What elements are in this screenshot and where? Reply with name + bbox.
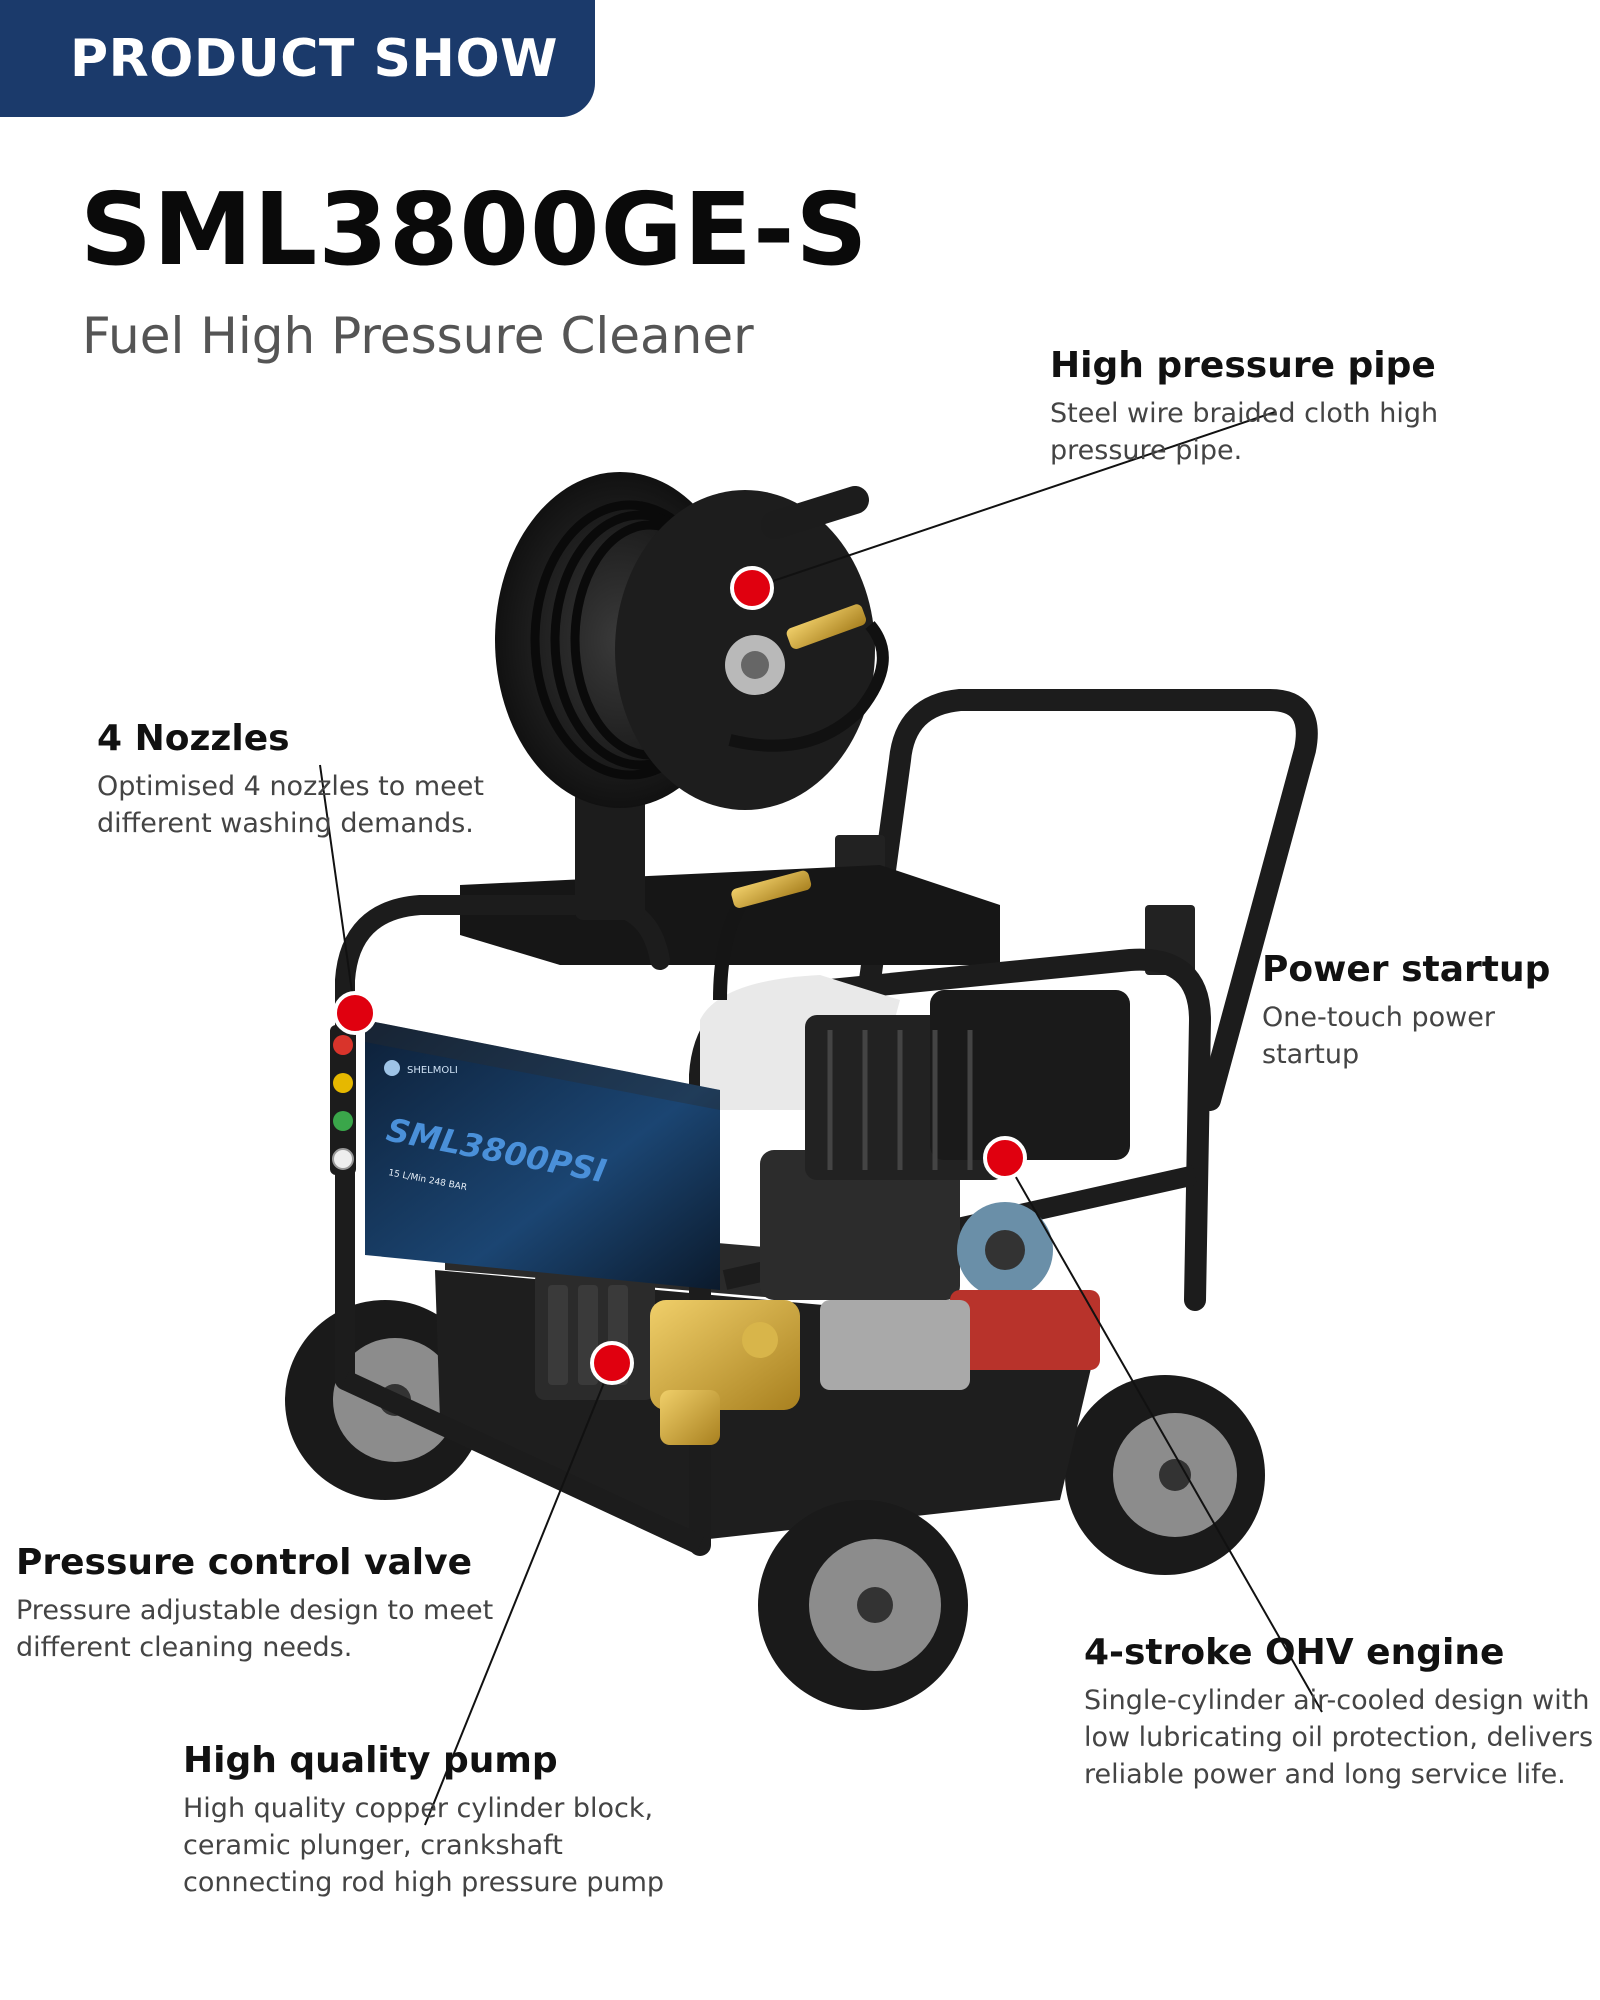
feature-desc-line: ceramic plunger, crankshaft [183, 1830, 563, 1861]
feature-desc-line: Steel wire braided cloth high [1050, 398, 1439, 429]
wheel-front-left [758, 1500, 968, 1710]
feature-title: 4-stroke OHV engine [1084, 1632, 1505, 1673]
feature-desc-line: connecting rod high pressure pump [183, 1867, 665, 1898]
feature-high-quality-pump: High quality pump High quality copper cy… [183, 1738, 743, 1901]
feature-title: High quality pump [183, 1740, 558, 1781]
feature-desc-line: Pressure adjustable design to meet [16, 1595, 494, 1626]
feature-desc-line: One-touch power startup [1262, 1002, 1495, 1070]
feature-desc-line: different cleaning needs. [16, 1632, 353, 1663]
panel-brand: SHELMOLI [407, 1065, 458, 1076]
banner-label: PRODUCT SHOW [70, 29, 559, 89]
section-banner: PRODUCT SHOW [0, 0, 595, 117]
feature-title: Pressure control valve [16, 1542, 472, 1583]
feature-desc-line: High quality copper cylinder block, [183, 1793, 654, 1824]
feature-title: High pressure pipe [1050, 345, 1436, 386]
feature-4-nozzles: 4 Nozzles Optimised 4 nozzles to meet di… [97, 716, 617, 842]
nozzle-holders [330, 1025, 356, 1175]
feature-4-stroke-ohv-engine: 4-stroke OHV engine Single-cylinder air-… [1084, 1630, 1594, 1793]
feature-desc-line: different washing demands. [97, 808, 474, 839]
feature-desc-line: low lubricating oil protection, delivers [1084, 1722, 1594, 1753]
feature-title: Power startup [1262, 949, 1551, 990]
feature-title: 4 Nozzles [97, 718, 290, 759]
hose-reel [495, 472, 889, 920]
feature-power-startup: Power startup One-touch power startup [1262, 947, 1592, 1073]
feature-pressure-control-valve: Pressure control valve Pressure adjustab… [16, 1540, 576, 1666]
wheel-rear-right [1065, 1375, 1265, 1575]
product-subtitle: Fuel High Pressure Cleaner [82, 307, 754, 365]
feature-desc-line: Optimised 4 nozzles to meet [97, 771, 484, 802]
feature-desc-line: reliable power and long service life. [1084, 1759, 1566, 1790]
product-model: SML3800GE-S [80, 171, 869, 288]
feature-desc-line: Single-cylinder air-cooled design with [1084, 1685, 1590, 1716]
feature-desc-line: pressure pipe. [1050, 435, 1243, 466]
feature-high-pressure-pipe: High pressure pipe Steel wire braided cl… [1050, 343, 1570, 469]
